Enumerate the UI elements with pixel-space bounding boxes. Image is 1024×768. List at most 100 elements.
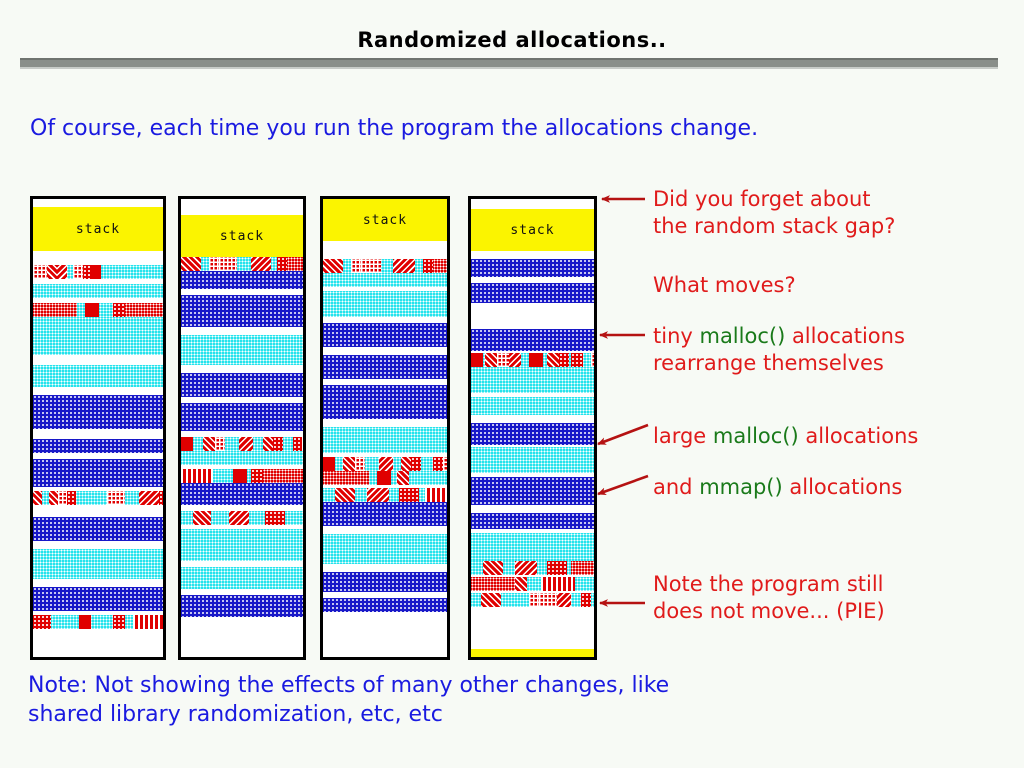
code-token-malloc: malloc() [712, 424, 799, 448]
memory-band-white [471, 277, 594, 283]
memory-band-white [323, 287, 447, 291]
allocation-chip [425, 488, 447, 502]
memory-band-cyan [33, 491, 163, 505]
memory-band-blue [33, 439, 163, 453]
memory-band-white [471, 529, 594, 533]
memory-band-blue [323, 598, 447, 612]
memory-band-cyan [181, 567, 303, 589]
allocation-chip [83, 265, 92, 279]
annotation-large-malloc: large malloc() allocations [653, 423, 1023, 450]
allocation-chip [181, 257, 201, 271]
memory-band-blue [323, 502, 447, 526]
allocation-chip [401, 457, 411, 471]
memory-band-blue [471, 477, 594, 505]
memory-band-white [323, 453, 447, 457]
annotation-mmap: and mmap() allocations [653, 474, 1023, 501]
allocation-chip [335, 488, 355, 502]
memory-band-cyan [471, 593, 594, 607]
memory-band-white [323, 317, 447, 323]
allocation-chip [481, 593, 501, 607]
memory-band-cyan [323, 427, 447, 453]
memory-band-blue [33, 587, 163, 611]
memory-column-run-4: stack program [468, 196, 597, 660]
annotation-line: large malloc() allocations [653, 423, 1023, 450]
memory-band-yellow: program [33, 657, 163, 660]
bottom-note-line-2: shared library randomization, etc, etc [28, 701, 443, 727]
memory-band-blue [323, 355, 447, 379]
memory-band-blue [471, 423, 594, 445]
allocation-chip [125, 303, 163, 317]
memory-band-cyan [323, 488, 447, 502]
page-title: Randomized allocations.. [357, 28, 667, 52]
memory-band-blue [323, 385, 447, 419]
memory-band-white [471, 303, 594, 329]
memory-band-cyan [181, 511, 303, 525]
memory-band-cyan [181, 469, 303, 483]
code-token-mmap: mmap() [699, 475, 783, 499]
memory-band-cyan [471, 353, 594, 367]
memory-band-white [33, 541, 163, 549]
allocation-chip [367, 488, 389, 502]
allocation-chip [203, 437, 215, 451]
annotation-line: Note the program still [653, 572, 884, 596]
allocation-chip [79, 615, 91, 629]
memory-band-white [471, 505, 594, 513]
allocation-chip [515, 577, 527, 591]
allocation-chip [263, 437, 273, 451]
annotation-text-large: large [653, 424, 713, 448]
allocation-chip [47, 265, 57, 279]
memory-band-blue [323, 323, 447, 347]
memory-band-white [33, 453, 163, 459]
memory-band-white [181, 199, 303, 215]
allocation-chip [411, 457, 421, 471]
memory-band-cyan [471, 367, 594, 393]
memory-band-white [33, 579, 163, 587]
memory-band-cyan [181, 257, 303, 271]
allocation-chip [113, 303, 125, 317]
memory-band-white [323, 612, 447, 657]
memory-band-white [181, 561, 303, 567]
allocation-chip [529, 593, 539, 607]
allocation-chip [485, 353, 497, 367]
allocation-chip [159, 491, 163, 505]
arrow-large-malloc [597, 423, 649, 446]
allocation-chip [251, 469, 263, 483]
allocation-chip [393, 259, 415, 273]
memory-band-cyan [323, 457, 447, 471]
memory-band-white [471, 607, 594, 649]
memory-band-blue [471, 283, 594, 303]
allocation-chip [343, 457, 355, 471]
annotation-line: rearrange themselves [653, 350, 884, 375]
memory-column-run-2: stackprogram [178, 196, 306, 660]
allocation-chip [377, 471, 391, 485]
memory-band-blue [181, 483, 303, 505]
memory-band-yellow: program [323, 658, 447, 660]
allocation-chip [557, 593, 571, 607]
allocation-chip [471, 353, 483, 367]
annotation-line: and mmap() allocations [653, 474, 1023, 501]
memory-band-cyan [323, 534, 447, 564]
allocation-chip [539, 593, 557, 607]
memory-band-white [33, 611, 163, 615]
intro-text: Of course, each time you run the program… [30, 116, 759, 141]
memory-band-white [33, 298, 163, 303]
memory-band-white [181, 289, 303, 295]
allocation-chip [323, 457, 335, 471]
memory-band-yellow: program [471, 649, 594, 657]
allocation-chip [302, 437, 303, 451]
memory-band-white [323, 564, 447, 572]
memory-band-cyan [33, 265, 163, 279]
memory-band-blue [33, 459, 163, 487]
memory-band-white [323, 347, 447, 355]
memory-band-white [33, 629, 163, 657]
memory-band-cyan [323, 471, 447, 485]
allocation-chip [92, 265, 101, 279]
allocation-chip [181, 469, 213, 483]
allocation-chip [215, 437, 225, 451]
memory-band-blue [181, 403, 303, 431]
memory-band-cyan [181, 451, 303, 465]
allocation-chip [323, 471, 369, 485]
memory-band-yellow: stack [471, 209, 594, 251]
memory-band-cyan [33, 317, 163, 355]
memory-band-blue [471, 259, 594, 277]
